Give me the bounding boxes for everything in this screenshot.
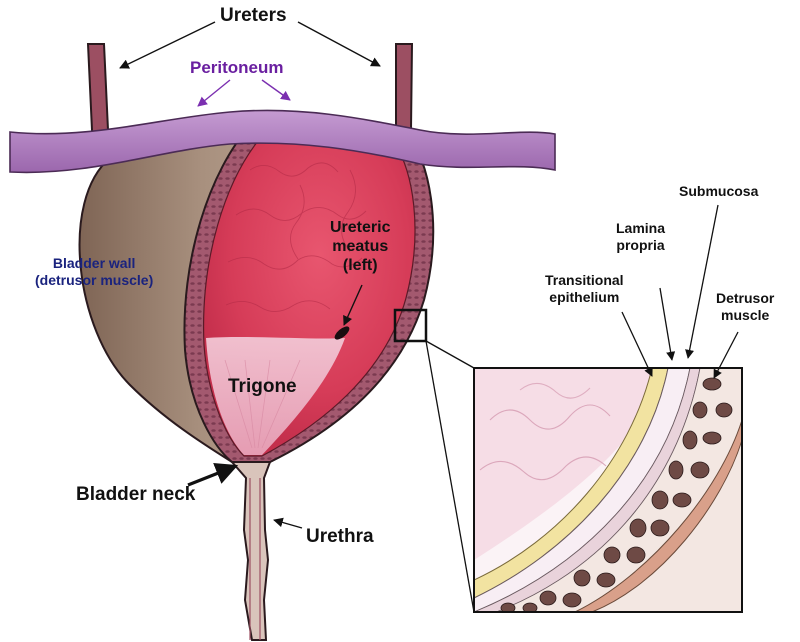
ureteric-meatus-arrow xyxy=(343,284,363,326)
label-urethra: Urethra xyxy=(306,526,374,547)
label-lamina-propria: Lamina propria xyxy=(616,220,665,254)
urethra-tube xyxy=(229,461,272,641)
label-bladder-neck: Bladder neck xyxy=(76,484,196,505)
label-ureteric-meatus-line1: Ureteric xyxy=(330,219,391,236)
label-transitional-epithelium: Transitional epithelium xyxy=(545,272,624,306)
label-ureteric-meatus-line3: (left) xyxy=(342,257,378,275)
urethra-arrow xyxy=(273,517,303,529)
submucosa-arrow xyxy=(685,204,719,359)
ureters-arrow-right xyxy=(297,21,381,67)
zoom-connector-top xyxy=(425,340,475,369)
transitional-epithelium-arrow xyxy=(621,311,653,377)
zoom-source-box xyxy=(393,308,428,343)
label-peritoneum: Peritoneum xyxy=(190,58,284,77)
peritoneum-arrow-right xyxy=(261,79,291,101)
label-detrusor-muscle: Detrusor muscle xyxy=(716,290,774,324)
label-detrusor-muscle-line2: muscle xyxy=(721,306,770,323)
label-bladder-wall-line1: Bladder wall xyxy=(52,255,136,271)
ureters-arrow-left xyxy=(119,21,216,69)
label-transitional-epithelium-line1: Transitional xyxy=(545,272,624,288)
wall-layers-inset xyxy=(473,367,743,613)
lamina-propria-arrow xyxy=(659,287,676,361)
peritoneum-arrow-left xyxy=(197,79,231,107)
label-ureters: Ureters xyxy=(220,5,287,26)
label-submucosa: Submucosa xyxy=(679,183,759,199)
label-detrusor-muscle-line1: Detrusor xyxy=(716,290,775,306)
label-transitional-epithelium-line2: epithelium xyxy=(549,288,620,305)
label-ureteric-meatus: Ureteric meatus (left) xyxy=(330,218,390,276)
trigone-texture xyxy=(224,359,301,449)
peritoneum-band xyxy=(9,109,556,174)
zoom-connector-bottom xyxy=(425,340,475,613)
label-ureteric-meatus-line2: meatus xyxy=(332,238,389,256)
label-bladder-wall: Bladder wall (detrusor muscle) xyxy=(35,255,153,289)
detrusor-muscle-arrow xyxy=(713,331,739,379)
label-lamina-propria-line1: Lamina xyxy=(616,220,666,236)
label-bladder-wall-line2: (detrusor muscle) xyxy=(35,271,154,288)
label-lamina-propria-line2: propria xyxy=(616,236,665,253)
label-trigone: Trigone xyxy=(228,376,297,397)
mucosa-texture xyxy=(225,162,367,312)
trigone-region xyxy=(206,337,345,455)
bladder-neck-arrow xyxy=(187,463,239,487)
ureteric-meatus-opening xyxy=(334,326,350,340)
